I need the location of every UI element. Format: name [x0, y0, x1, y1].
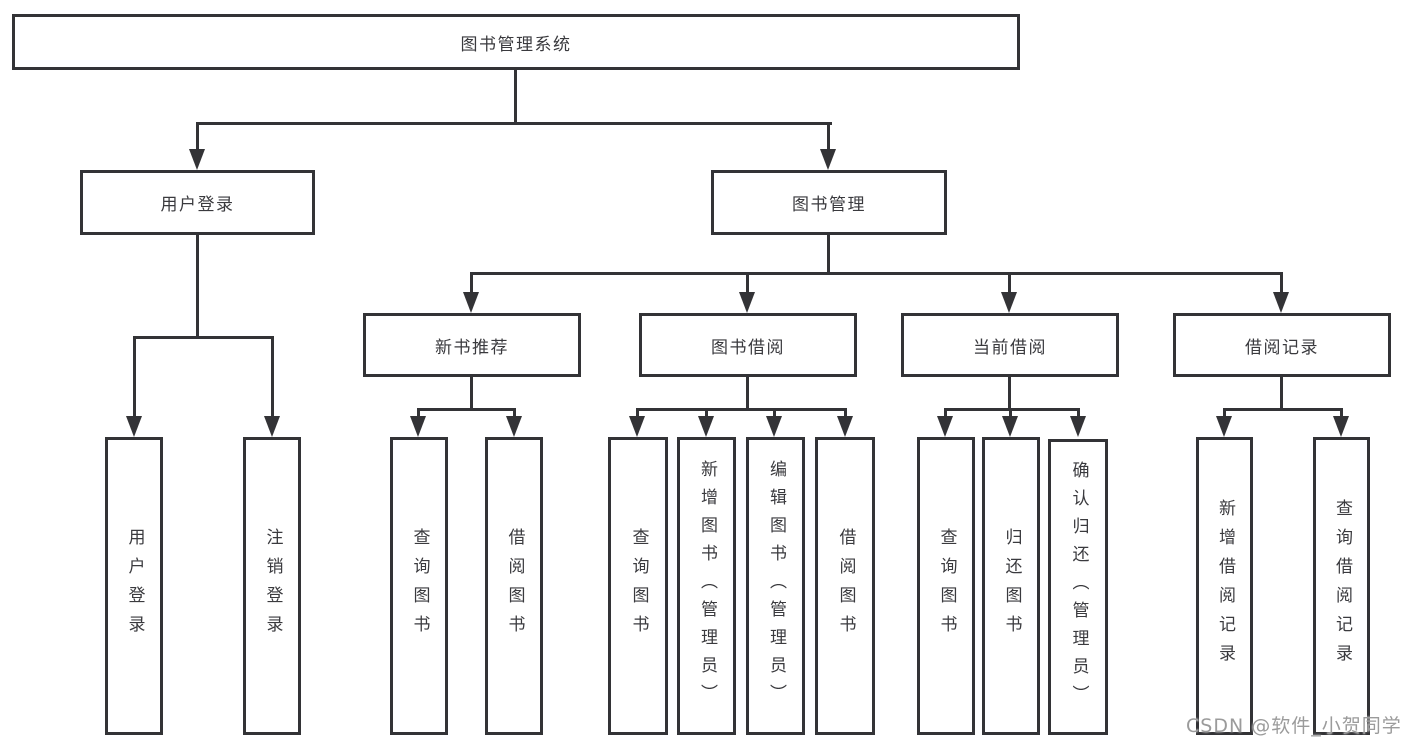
node-user-login-group: 用户登录	[80, 170, 315, 235]
node-add-borrow-record: 新增借阅记录	[1196, 437, 1253, 735]
arrowhead-icon	[410, 416, 426, 437]
node-label: 用户登录	[160, 195, 235, 215]
connector	[1009, 408, 1012, 417]
node-query-borrow-record: 查询借阅记录	[1313, 437, 1370, 735]
connector	[1280, 377, 1283, 408]
arrowhead-icon	[698, 416, 714, 437]
connector	[1223, 408, 1343, 411]
connector	[1223, 408, 1226, 417]
node-label: 查询图书	[936, 528, 957, 644]
connector	[1008, 377, 1011, 408]
arrowhead-icon	[1002, 416, 1018, 437]
connector	[271, 336, 274, 416]
connector	[1008, 272, 1011, 292]
node-label: 图书管理系统	[460, 34, 572, 55]
arrowhead-icon	[463, 292, 479, 313]
node-book-management: 图书管理	[711, 170, 947, 235]
node-label: 用户登录	[124, 528, 145, 644]
node-current-borrowing: 当前借阅	[901, 313, 1119, 377]
node-user-login: 用户登录	[105, 437, 163, 735]
node-new-book-recommend: 新书推荐	[363, 313, 581, 377]
node-borrow-books-recommend: 借阅图书	[485, 437, 543, 735]
node-book-borrowing: 图书借阅	[639, 313, 857, 377]
connector	[417, 408, 516, 411]
node-query-books-current: 查询图书	[917, 437, 975, 735]
connector	[417, 408, 420, 417]
node-label: 新增借阅记录	[1215, 499, 1235, 673]
arrowhead-icon	[1216, 416, 1232, 437]
arrowhead-icon	[264, 416, 280, 437]
connector	[827, 235, 830, 272]
arrowhead-icon	[1273, 292, 1289, 313]
arrowhead-icon	[937, 416, 953, 437]
arrowhead-icon	[1070, 416, 1086, 437]
node-borrow-books-borrowing: 借阅图书	[815, 437, 875, 735]
node-query-books-borrowing: 查询图书	[608, 437, 668, 735]
connector	[944, 408, 947, 417]
connector	[844, 408, 847, 417]
node-add-book-admin: 新增图书（管理员）	[677, 437, 736, 735]
arrowhead-icon	[189, 149, 205, 170]
node-label: 图书借阅	[711, 337, 785, 358]
connector	[746, 377, 749, 408]
node-book-management-system: 图书管理系统	[12, 14, 1020, 70]
node-label: 借阅记录	[1245, 337, 1319, 358]
node-label: 查询图书	[628, 528, 649, 644]
node-label: 借阅图书	[835, 528, 856, 644]
node-query-books-recommend: 查询图书	[390, 437, 448, 735]
connector	[1077, 408, 1080, 417]
node-label: 确认归还（管理员）	[1068, 461, 1089, 713]
arrowhead-icon	[629, 416, 645, 437]
connector	[196, 235, 199, 336]
node-logout: 注销登录	[243, 437, 301, 735]
connector	[470, 377, 473, 408]
arrowhead-icon	[1001, 292, 1017, 313]
connector	[133, 336, 274, 339]
connector	[827, 122, 830, 149]
node-label: 编辑图书（管理员）	[766, 460, 786, 712]
arrowhead-icon	[506, 416, 522, 437]
node-label: 查询图书	[409, 528, 430, 644]
connector	[513, 408, 516, 417]
connector	[514, 70, 517, 122]
node-label: 当前借阅	[973, 337, 1047, 358]
node-label: 查询借阅记录	[1332, 499, 1352, 673]
arrowhead-icon	[837, 416, 853, 437]
node-label: 借阅图书	[504, 528, 525, 644]
connector	[944, 408, 1080, 411]
connector	[636, 408, 639, 417]
node-label: 注销登录	[262, 528, 283, 644]
arrowhead-icon	[766, 416, 782, 437]
node-label: 归还图书	[1001, 528, 1022, 644]
connector	[196, 122, 832, 125]
node-confirm-return-admin: 确认归还（管理员）	[1048, 439, 1108, 735]
connector	[746, 272, 749, 292]
connector	[1340, 408, 1343, 417]
watermark: CSDN @软件_小贺同学	[1186, 715, 1402, 737]
connector	[773, 408, 776, 417]
node-borrowing-records: 借阅记录	[1173, 313, 1391, 377]
connector	[1280, 272, 1283, 292]
arrowhead-icon	[739, 292, 755, 313]
connector	[470, 272, 473, 292]
node-return-book: 归还图书	[982, 437, 1040, 735]
arrowhead-icon	[820, 149, 836, 170]
connector	[470, 272, 1283, 275]
node-edit-book-admin: 编辑图书（管理员）	[746, 437, 805, 735]
arrowhead-icon	[126, 416, 142, 437]
arrowhead-icon	[1333, 416, 1349, 437]
node-label: 新书推荐	[435, 337, 509, 358]
connector	[133, 336, 136, 416]
node-label: 新增图书（管理员）	[697, 460, 717, 712]
connector	[196, 122, 199, 149]
connector	[705, 408, 708, 417]
connector	[636, 408, 847, 411]
node-label: 图书管理	[792, 195, 866, 215]
